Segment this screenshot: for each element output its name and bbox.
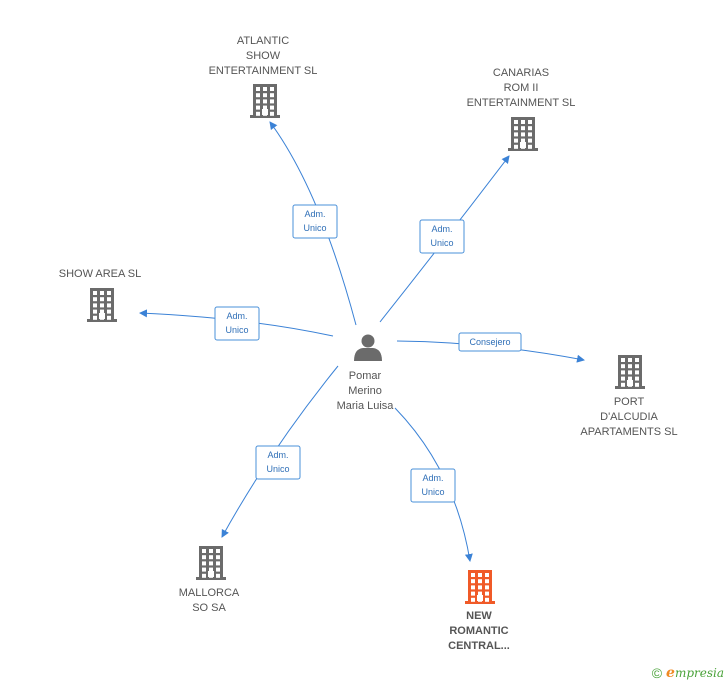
company-name-newromantic-line: NEW bbox=[466, 610, 492, 622]
edge-label: Adm. Unico bbox=[430, 224, 453, 248]
person-icon[interactable] bbox=[354, 334, 382, 362]
company-name-showarea-line: SHOW AREA SL bbox=[59, 268, 142, 280]
edge-label-line: Unico bbox=[430, 238, 453, 248]
company-name-showarea: SHOW AREA SL bbox=[59, 268, 142, 280]
edge-label: Adm. Unico bbox=[303, 209, 326, 233]
company-name-newromantic-line: ROMANTIC bbox=[449, 625, 508, 637]
edge-label: Adm. Unico bbox=[266, 450, 289, 474]
edge-label-line: Adm. bbox=[267, 450, 288, 460]
company-name-port-line: D'ALCUDIA bbox=[600, 411, 658, 423]
center-person-name-line: Merino bbox=[348, 385, 382, 397]
edge-label-line: Consejero bbox=[469, 337, 510, 347]
edge-mallorca[interactable]: Adm. Unico bbox=[221, 365, 339, 538]
company-node-canarias[interactable]: CANARIAS ROM II ENTERTAINMENT SL bbox=[467, 67, 576, 151]
company-name-atlantic: ATLANTIC SHOW ENTERTAINMENT SL bbox=[209, 35, 318, 77]
building-icon[interactable] bbox=[615, 355, 645, 389]
edge-label-box[interactable] bbox=[214, 306, 260, 341]
company-name-port: PORT D'ALCUDIA APARTAMENTS SL bbox=[580, 396, 677, 438]
brand-logo: empresia bbox=[666, 665, 724, 681]
edge-label-line: Adm. bbox=[422, 473, 443, 483]
company-name-atlantic-line: ENTERTAINMENT SL bbox=[209, 65, 318, 77]
edge-label: Adm. Unico bbox=[421, 473, 444, 497]
edge-label: Consejero bbox=[469, 337, 510, 347]
company-node-showarea[interactable]: SHOW AREA SL bbox=[59, 268, 142, 322]
company-node-newromantic[interactable]: NEW ROMANTIC CENTRAL... bbox=[448, 570, 510, 652]
edge-label-box[interactable] bbox=[255, 445, 301, 480]
edge-port[interactable]: Consejero bbox=[396, 332, 585, 363]
company-name-atlantic-line: ATLANTIC bbox=[237, 35, 289, 47]
edge-label-box[interactable] bbox=[292, 204, 338, 239]
edge-label-line: Unico bbox=[421, 487, 444, 497]
edge-label-line: Unico bbox=[266, 464, 289, 474]
edge-label-line: Adm. bbox=[226, 311, 247, 321]
company-name-canarias-line: ROM II bbox=[504, 82, 539, 94]
footer-brand: © empresia bbox=[652, 665, 724, 681]
center-person-name-line: Pomar bbox=[349, 370, 382, 382]
company-node-atlantic[interactable]: ATLANTIC SHOW ENTERTAINMENT SL bbox=[209, 35, 318, 118]
building-icon[interactable] bbox=[87, 288, 117, 322]
company-name-canarias: CANARIAS ROM II ENTERTAINMENT SL bbox=[467, 67, 576, 109]
building-icon[interactable] bbox=[508, 117, 538, 151]
edge-label-line: Unico bbox=[303, 223, 326, 233]
company-name-newromantic-line: CENTRAL... bbox=[448, 640, 510, 652]
company-name-canarias-line: CANARIAS bbox=[493, 67, 549, 79]
edge-label-line: Unico bbox=[225, 325, 248, 335]
edge-label-line: Adm. bbox=[431, 224, 452, 234]
center-person-name-line: Maria Luisa bbox=[337, 400, 395, 412]
company-name-port-line: PORT bbox=[614, 396, 645, 408]
edge-label-box[interactable] bbox=[419, 219, 465, 254]
company-name-mallorca-line: SO SA bbox=[192, 602, 226, 614]
edge-label-box[interactable] bbox=[410, 468, 456, 503]
company-name-atlantic-line: SHOW bbox=[246, 50, 281, 62]
company-name-newromantic: NEW ROMANTIC CENTRAL... bbox=[448, 610, 510, 652]
company-name-mallorca: MALLORCA SO SA bbox=[179, 587, 240, 614]
edge-canarias[interactable]: Adm. Unico bbox=[379, 155, 510, 323]
edge-atlantic[interactable]: Adm. Unico bbox=[269, 121, 357, 326]
company-name-mallorca-line: MALLORCA bbox=[179, 587, 240, 599]
company-name-port-line: APARTAMENTS SL bbox=[580, 426, 677, 438]
edge-label-line: Adm. bbox=[304, 209, 325, 219]
edge-label: Adm. Unico bbox=[225, 311, 248, 335]
company-node-mallorca[interactable]: MALLORCA SO SA bbox=[179, 546, 240, 614]
edge-label-box[interactable] bbox=[458, 332, 522, 352]
company-node-port[interactable]: PORT D'ALCUDIA APARTAMENTS SL bbox=[580, 355, 678, 438]
edge-newromantic[interactable]: Adm. Unico bbox=[394, 407, 473, 562]
copyright-icon: © bbox=[651, 665, 663, 681]
edge-showarea[interactable]: Adm. Unico bbox=[139, 306, 334, 341]
company-name-canarias-line: ENTERTAINMENT SL bbox=[467, 97, 576, 109]
building-icon[interactable] bbox=[196, 546, 226, 580]
building-icon[interactable] bbox=[465, 570, 495, 604]
building-icon[interactable] bbox=[250, 84, 280, 118]
